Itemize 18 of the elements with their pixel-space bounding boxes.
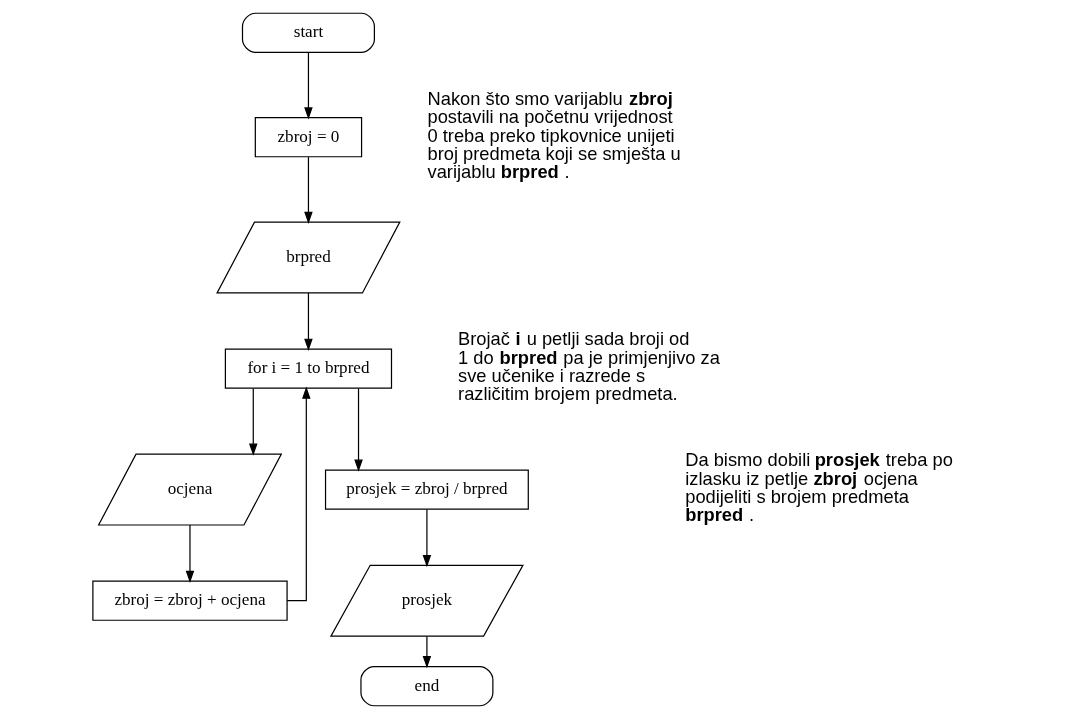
label: Da bismo dobili prosjek treba po izlasku iz petlje zbroj ocjena podijeliti s brojem predmeta brpred. <box>685 449 953 526</box>
arrow <box>354 388 363 472</box>
label: Brojač i u petlji sada broji od 1 do brpred pa je primjenjivo za sve učenike i razrede s različitim brojem predmeta. <box>458 328 720 405</box>
node-box: prosjek = zbroj / brpred <box>324 469 529 510</box>
node-box: end <box>360 666 494 707</box>
node-box: zbroj = 0 <box>254 117 363 158</box>
node-box: start <box>241 12 375 53</box>
arrow <box>249 388 258 456</box>
arrow <box>304 51 313 120</box>
arrow <box>422 508 432 568</box>
arrow <box>304 292 313 351</box>
arrow <box>286 386 311 602</box>
label: Nakon što smo varijablu zbroj postavili na početnu vrijednost 0 treba preko tipkovnice unijeti broj predmeta koji se smješta u varijablu brpred. <box>427 87 681 183</box>
node-box: for i = 1 to brpred <box>224 348 393 389</box>
node-box: zbroj = zbroj + ocjena <box>92 580 288 621</box>
arrow <box>422 635 432 669</box>
arrow <box>185 524 195 583</box>
arrow <box>304 156 313 224</box>
